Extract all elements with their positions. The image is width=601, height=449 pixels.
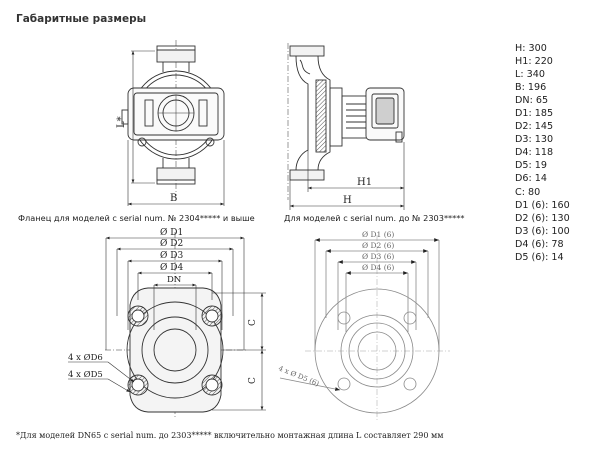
pump-front-view xyxy=(121,40,225,196)
label-h1: H1 xyxy=(357,177,372,188)
label-d3-6: Ø D3 (6) xyxy=(362,252,394,261)
label-b: B xyxy=(170,193,177,204)
dimension-b xyxy=(127,140,225,206)
caption-flange-new: Фланец для моделей с serial num. № 2304*… xyxy=(18,213,255,223)
label-d4-6: Ø D4 (6) xyxy=(362,263,394,272)
spec-h: H: 300 xyxy=(515,43,547,54)
page-title: Габаритные размеры xyxy=(16,13,147,25)
label-d5-6-holes: 4 x Ø D5 (6) xyxy=(277,364,320,388)
pump-side-view xyxy=(287,43,405,200)
spec-h1: H1: 220 xyxy=(515,56,553,68)
spec-dn: DN: 65 xyxy=(515,95,549,107)
spec-d1-6: D1 (6): 160 xyxy=(515,199,570,211)
spec-d1: D1: 185 xyxy=(515,108,554,120)
spec-d2: D2: 145 xyxy=(515,121,554,133)
label-d4: Ø D4 xyxy=(160,262,183,273)
label-d6-holes: 4 x ØD6 xyxy=(68,352,103,363)
spec-l: L: 340 xyxy=(515,69,545,81)
footnote: *Для моделей DN65 с serial num. до 2303*… xyxy=(16,431,444,440)
label-d2-6: Ø D2 (6) xyxy=(362,241,394,250)
label-c-bottom: C xyxy=(248,377,258,384)
dimension-l xyxy=(131,50,155,184)
spec-d2-6: D2 (6): 130 xyxy=(515,212,570,224)
label-h: H xyxy=(343,195,352,206)
label-c-top: C xyxy=(248,319,258,326)
label-l: L* xyxy=(116,116,127,128)
label-dn: DN xyxy=(167,275,182,285)
spec-d5-6: D5 (6): 14 xyxy=(515,251,564,263)
caption-flange-old: Для моделей с serial num. до № 2303***** xyxy=(284,213,465,223)
label-d5-holes: 4 x ØD5 xyxy=(68,369,103,380)
label-d2: Ø D2 xyxy=(160,238,183,249)
spec-d4: D4: 118 xyxy=(515,147,554,159)
spec-d3: D3: 130 xyxy=(515,134,554,146)
dimension-h1 xyxy=(307,142,405,192)
dimensions-flange-new xyxy=(68,236,266,411)
spec-b: B: 196 xyxy=(515,82,547,94)
spec-c: C: 80 xyxy=(515,186,541,198)
spec-d5: D5: 19 xyxy=(515,160,547,172)
dimension-h xyxy=(289,180,405,210)
label-d1: Ø D1 xyxy=(160,227,183,238)
label-d1-6: Ø D1 (6) xyxy=(362,230,394,239)
spec-list: H: 300 H1: 220 L: 340 B: 196 DN: 65 D1: … xyxy=(515,42,570,264)
spec-d3-6: D3 (6): 100 xyxy=(515,225,570,237)
flange-new-view xyxy=(105,232,248,418)
label-d3: Ø D3 xyxy=(160,250,183,261)
flange-old-view xyxy=(279,235,450,420)
spec-d6: D6: 14 xyxy=(515,173,547,185)
spec-d4-6: D4 (6): 78 xyxy=(515,238,564,250)
